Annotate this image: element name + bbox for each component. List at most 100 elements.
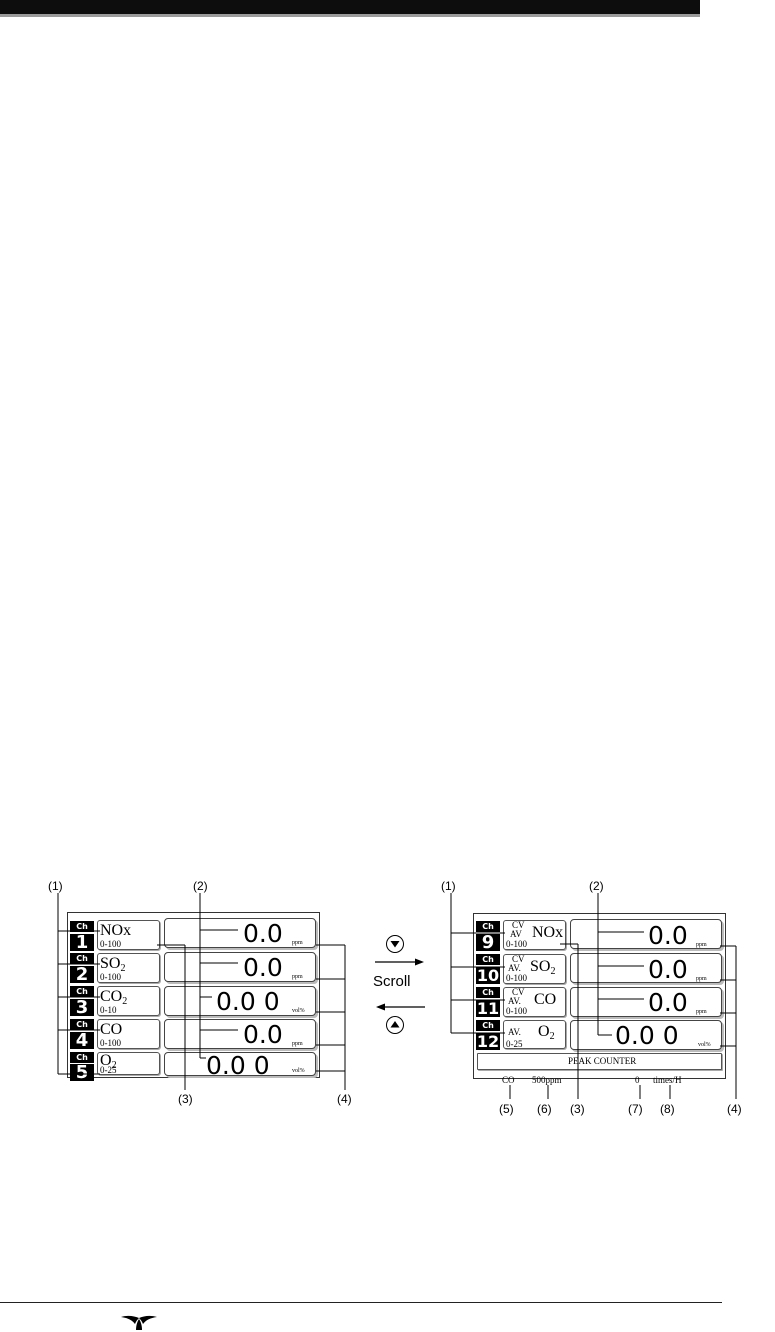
callout-7-right: (7) <box>628 1102 643 1116</box>
scroll-label: Scroll <box>373 973 411 990</box>
gas-name: CO <box>100 1021 123 1038</box>
mode-tag-top: CV <box>512 920 525 930</box>
channel-tab: Ch <box>70 953 94 964</box>
mode-tag-bottom: AV <box>510 929 522 939</box>
unit-label: ppm <box>696 1009 707 1015</box>
unit-label: ppm <box>292 974 303 980</box>
range-label: 0-100 <box>100 1038 121 1048</box>
range-label: 0-25 <box>100 1065 117 1075</box>
reading-value: 0.0 <box>648 988 688 1017</box>
gas-label-box <box>503 987 566 1017</box>
callout-4-left: (4) <box>337 1092 352 1106</box>
peak-counter-unit: times/H <box>653 1075 682 1085</box>
channel-number: 1 <box>70 934 94 952</box>
channel-number: 10 <box>476 966 500 985</box>
channel-number: 4 <box>70 1032 94 1050</box>
gas-name: CO2 <box>100 988 128 1008</box>
mode-tag-bottom: AV. <box>508 996 521 1006</box>
callout-8-right: (8) <box>660 1102 675 1116</box>
channel-tab: Ch <box>476 987 500 998</box>
callout-6-right: (6) <box>537 1102 552 1116</box>
reading-value: 0.0 0 <box>615 1021 679 1050</box>
gas-name: SO2 <box>100 955 126 975</box>
value-box <box>570 953 722 983</box>
peak-counter-title: PEAK COUNTER <box>568 1056 637 1066</box>
callout-3-left: (3) <box>178 1092 193 1106</box>
value-box <box>164 952 316 982</box>
channel-tab: Ch <box>70 986 94 997</box>
unit-label: ppm <box>292 1041 303 1047</box>
mode-tag-top: CV <box>512 987 525 997</box>
callout-2-left: (2) <box>193 879 208 893</box>
gas-name: O2 <box>100 1052 117 1072</box>
callout-1-right: (1) <box>441 879 456 893</box>
reading-value: 0.0 <box>243 953 283 982</box>
peak-counter-box <box>477 1053 722 1070</box>
header-bar-shadow <box>0 14 700 17</box>
value-box <box>164 918 316 948</box>
channel-number: 11 <box>476 999 500 1018</box>
unit-label: ppm <box>292 940 303 946</box>
gas-label-box <box>97 986 160 1016</box>
scroll-down-button <box>386 935 404 953</box>
channel-number: 3 <box>70 999 94 1017</box>
range-label: 0-100 <box>506 973 527 983</box>
gas-name: O2 <box>538 1023 555 1043</box>
scroll-up-button <box>386 1016 404 1034</box>
reading-value: 0.0 <box>243 1020 283 1049</box>
channel-tab: Ch <box>70 1052 94 1063</box>
channel-number: 2 <box>70 966 94 984</box>
value-box <box>570 987 722 1017</box>
value-box <box>164 1019 316 1049</box>
gas-label-box <box>97 953 160 983</box>
reading-value: 0.0 <box>243 919 283 948</box>
gas-label-box <box>97 1019 160 1049</box>
unit-label: vol% <box>292 1068 305 1074</box>
reading-value: 0.0 <box>648 921 688 950</box>
unit-label: vol% <box>292 1008 305 1014</box>
gas-name: NOx <box>532 924 564 941</box>
channel-number: 9 <box>476 934 500 952</box>
gas-label-box <box>503 1020 566 1049</box>
gas-name: SO2 <box>530 958 556 978</box>
peak-counter-threshold: 500ppm <box>532 1075 562 1085</box>
value-box <box>164 986 316 1016</box>
arrow-left-icon <box>376 1003 425 1011</box>
mode-tag-top: CV <box>512 954 525 964</box>
channel-tab: Ch <box>476 921 500 932</box>
gas-name: NOx <box>100 922 132 939</box>
reading-value: 0.0 0 <box>206 1051 270 1080</box>
range-label: 0-100 <box>506 1006 527 1016</box>
unit-label: vol% <box>698 1042 711 1048</box>
unit-label: ppm <box>696 942 707 948</box>
value-box <box>570 919 722 949</box>
teledyne-logo-icon <box>121 1315 157 1330</box>
callout-1-left: (1) <box>48 879 63 893</box>
gas-label-box <box>97 1052 160 1075</box>
callout-5-right: (5) <box>499 1102 514 1116</box>
channel-number: 5 <box>70 1064 94 1082</box>
reading-value: 0.0 0 <box>216 987 280 1016</box>
range-label: 0-100 <box>100 972 121 982</box>
value-box <box>570 1020 722 1050</box>
peak-counter-gas: CO <box>502 1075 515 1085</box>
gas-label-box <box>503 920 566 950</box>
value-box <box>164 1052 316 1076</box>
channel-tab: Ch <box>476 1020 500 1031</box>
channel-tab: Ch <box>70 921 94 932</box>
range-label: 0-100 <box>100 939 121 949</box>
gas-label-box <box>97 920 160 950</box>
callout-4-right: (4) <box>727 1102 742 1116</box>
callout-2-right: (2) <box>589 879 604 893</box>
mode-tag-bottom: AV. <box>508 963 521 973</box>
range-label: 0-25 <box>506 1039 523 1049</box>
arrow-right-icon <box>375 958 424 966</box>
gas-label-box <box>503 954 566 984</box>
callout-3-right: (3) <box>570 1102 585 1116</box>
header-bar <box>0 0 700 14</box>
range-label: 0-100 <box>506 939 527 949</box>
triangle-down-circle-icon <box>390 941 400 948</box>
reading-value: 0.0 <box>648 955 688 984</box>
unit-label: ppm <box>696 976 707 982</box>
